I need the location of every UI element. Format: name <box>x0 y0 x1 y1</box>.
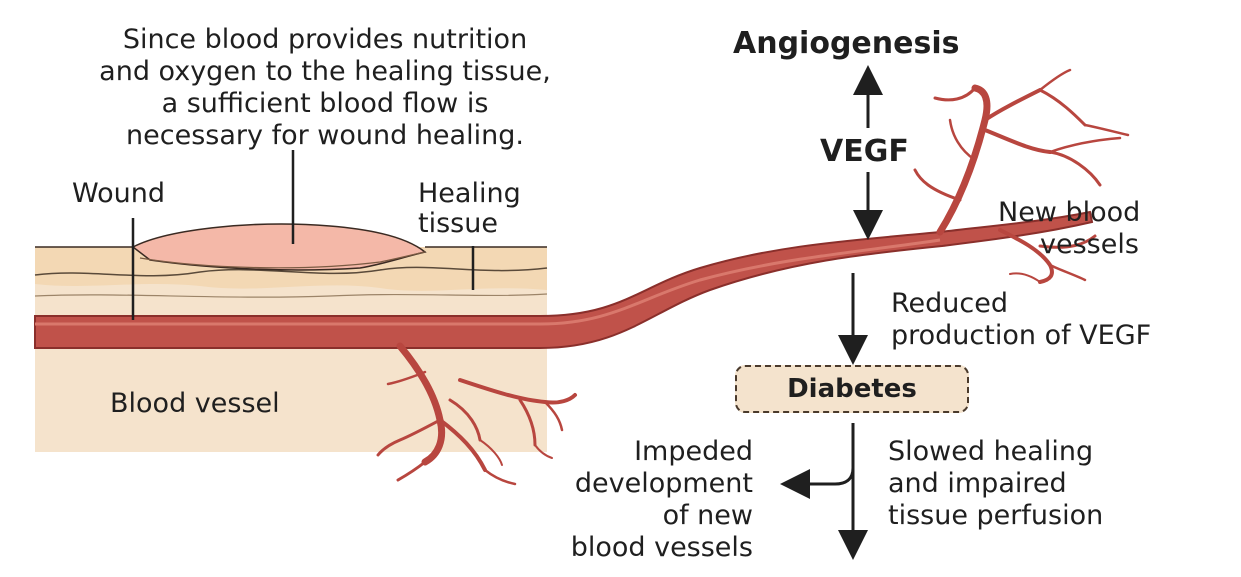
impeded-label-line: development <box>520 468 753 500</box>
slowed-healing-label-line: Slowed healing <box>888 436 1103 468</box>
reduced-vegf-label: Reduced production of VEGF <box>891 288 1151 352</box>
blood-vessel-label: Blood vessel <box>110 388 280 420</box>
reduced-vegf-label-line: production of VEGF <box>891 320 1151 352</box>
intro-note-line: a sufficient blood flow is <box>60 88 590 120</box>
slowed-healing-label: Slowed healing and impaired tissue perfu… <box>888 436 1103 532</box>
new-vessels-label-line: New blood <box>998 197 1188 229</box>
diabetes-label: Diabetes <box>787 374 917 404</box>
impeded-label: Impeded development of new blood vessels <box>520 436 753 564</box>
impeded-label-line: Impeded <box>520 436 753 468</box>
impeded-label-line: blood vessels <box>520 532 753 564</box>
intro-note-line: necessary for wound healing. <box>60 120 590 152</box>
intro-note: Since blood provides nutrition and oxyge… <box>60 24 590 152</box>
slowed-healing-label-line: and impaired <box>888 468 1103 500</box>
intro-note-line: and oxygen to the healing tissue, <box>60 56 590 88</box>
intro-note-line: Since blood provides nutrition <box>60 24 590 56</box>
angiogenesis-label: Angiogenesis <box>733 28 959 60</box>
wound-label: Wound <box>72 178 165 210</box>
new-vessels-label: New blood vessels <box>998 197 1188 261</box>
diabetes-badge: Diabetes <box>735 365 969 413</box>
healing-tissue-label-line: tissue <box>418 208 521 240</box>
reduced-vegf-label-line: Reduced <box>891 288 1151 320</box>
new-vessels-label-line: vessels <box>998 229 1188 261</box>
vegf-label: VEGF <box>820 136 909 168</box>
healing-tissue-label-line: Healing <box>418 178 521 210</box>
impeded-arrow <box>795 468 853 484</box>
slowed-healing-label-line: tissue perfusion <box>888 500 1103 532</box>
healing-tissue-label: Healing tissue <box>418 178 521 240</box>
impeded-label-line: of new <box>520 500 753 532</box>
